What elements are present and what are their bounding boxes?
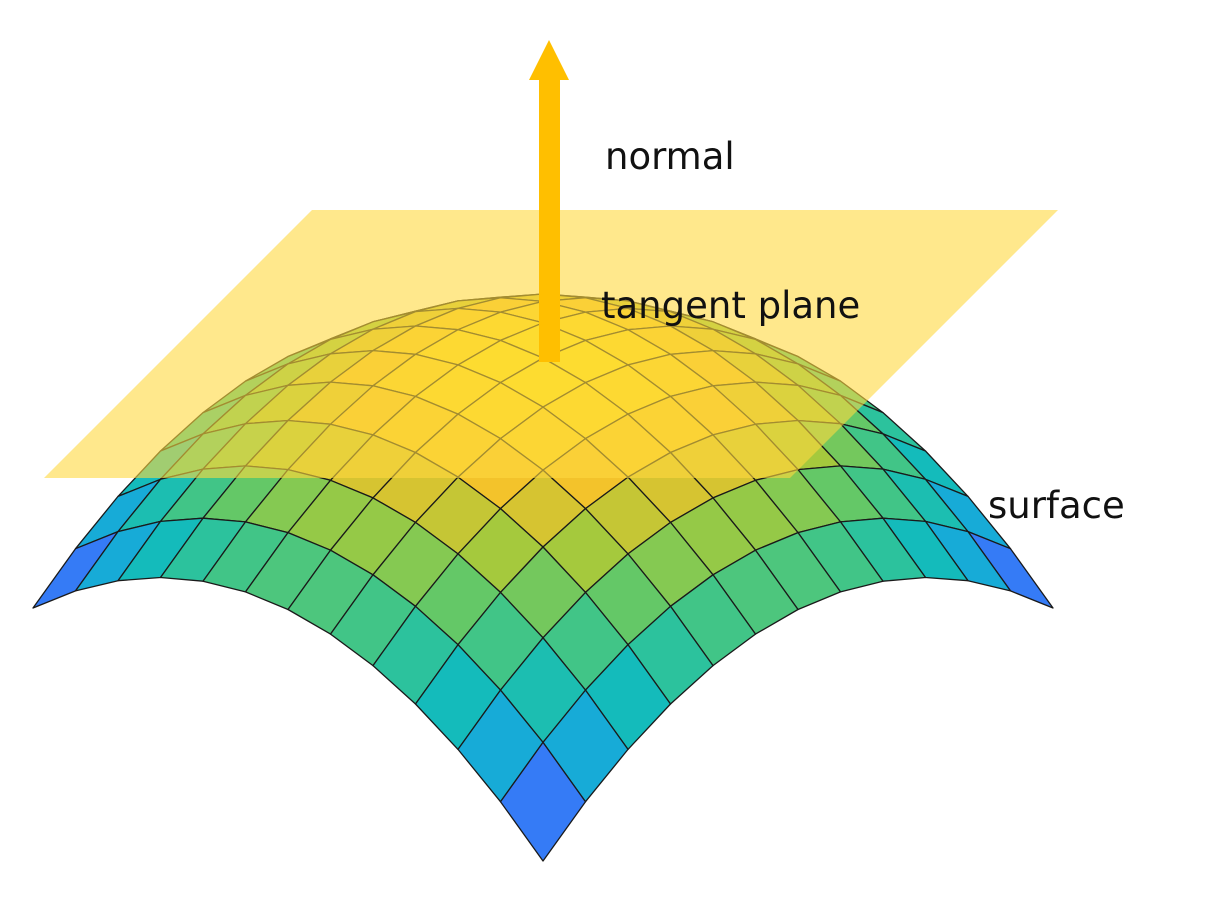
surface-label: surface [988,484,1125,527]
normal-arrow [529,40,569,362]
normal-label: normal [605,135,735,178]
surface-cell-11-11 [499,741,587,862]
tangent-plane-label: tangent plane [601,284,861,327]
normal-arrow-shaft [539,72,560,362]
normal-arrow-head [529,40,569,80]
